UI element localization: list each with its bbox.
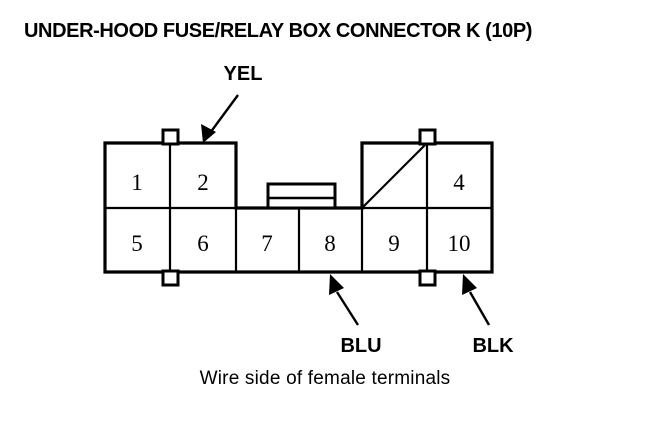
pin-label-4: 4 <box>453 170 465 195</box>
pin-label-2: 2 <box>197 170 209 195</box>
callout-blu-label: BLU <box>340 335 381 357</box>
callout-blk-arrowhead <box>462 274 477 295</box>
locating-tab-bottom-right <box>418 269 437 287</box>
callout-blu-arrowhead <box>329 274 344 295</box>
callout-blu-leader <box>335 291 360 326</box>
diagram-caption: Wire side of female terminals <box>199 368 451 389</box>
pin-label-6: 6 <box>197 231 209 256</box>
locking-lever <box>266 182 337 210</box>
callout-blk-leader <box>468 291 491 326</box>
page-title: UNDER-HOOD FUSE/RELAY BOX CONNECTOR K (1… <box>24 20 533 42</box>
pin-3-blank-diagonal <box>361 142 428 209</box>
pin-label-9: 9 <box>388 231 400 256</box>
callout-blk-label: BLK <box>472 335 514 357</box>
pin-label-8: 8 <box>324 231 336 256</box>
locating-tab-top-left <box>161 128 180 146</box>
pin-label-5: 5 <box>131 231 143 256</box>
pin-label-10: 10 <box>448 231 471 256</box>
pin-label-7: 7 <box>261 231 273 256</box>
callout-yel-arrowhead <box>201 124 216 143</box>
pin-label-1: 1 <box>131 170 143 195</box>
locating-tab-top-right <box>418 128 437 146</box>
callout-yel-leader <box>209 94 239 134</box>
callout-yel-label: YEL <box>224 63 263 85</box>
locating-tab-bottom-left <box>161 269 180 287</box>
